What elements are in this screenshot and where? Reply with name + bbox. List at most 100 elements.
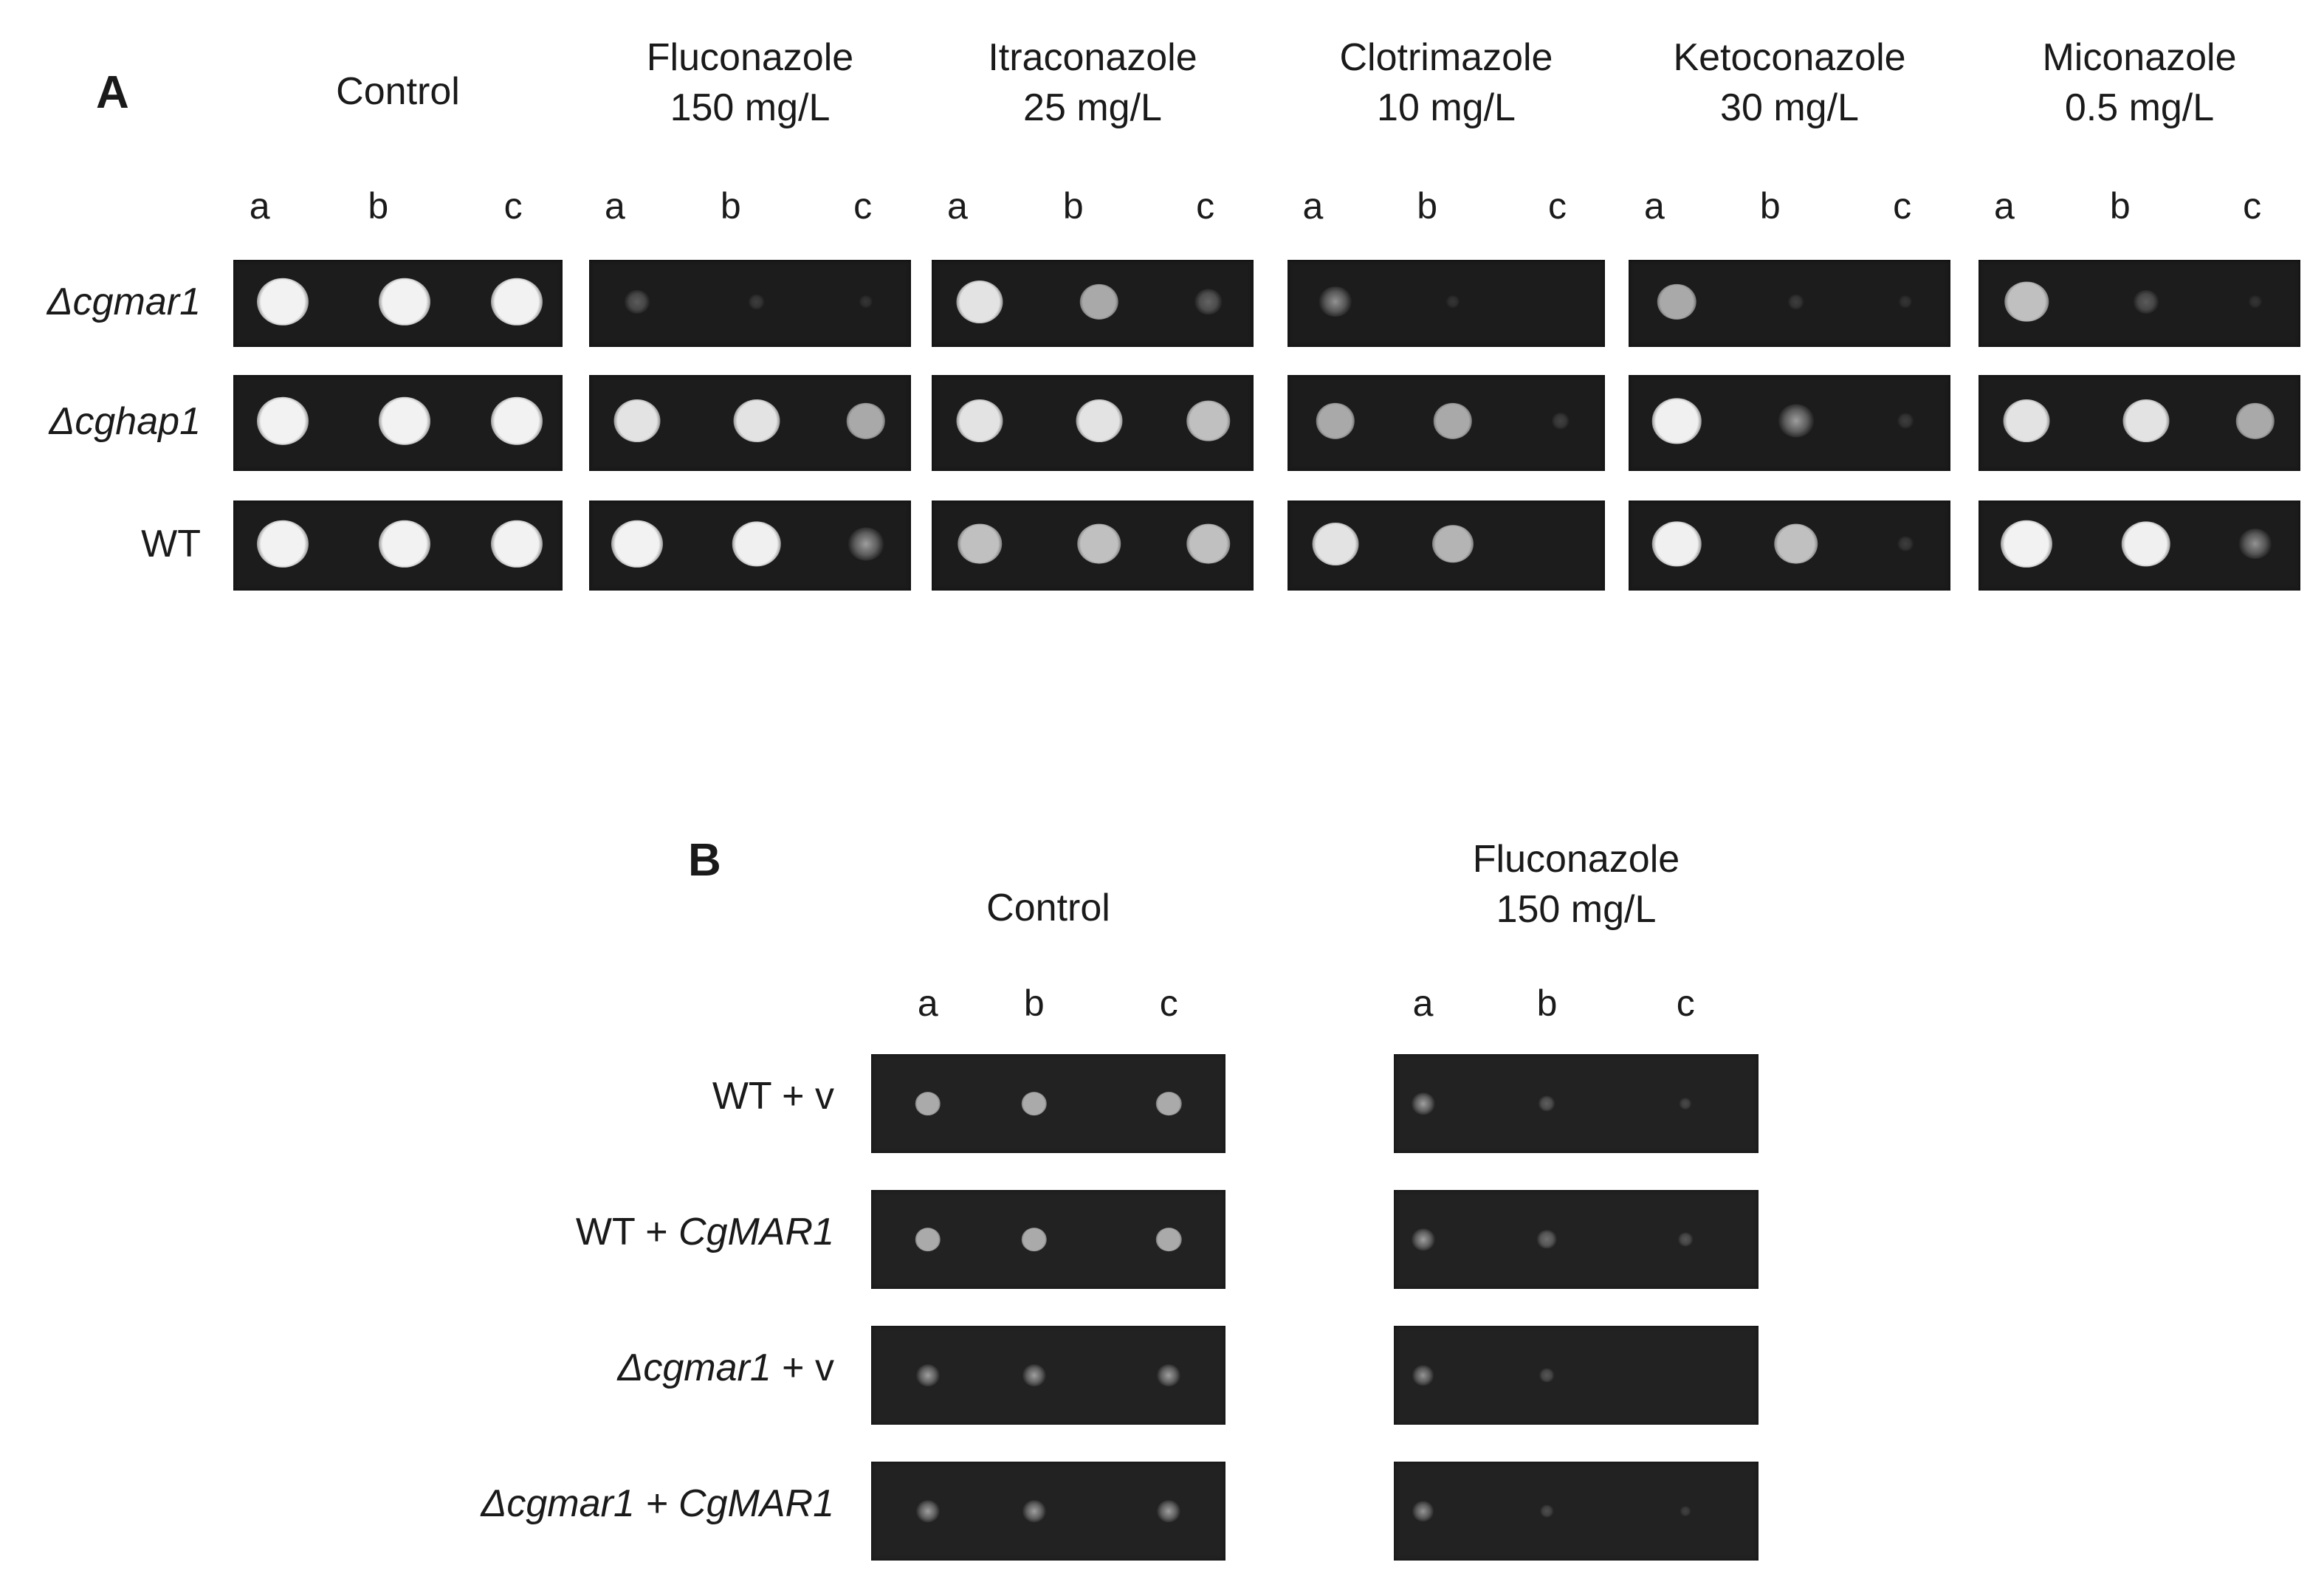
- panel-a-dilution-label: c: [503, 185, 523, 227]
- colony-spot: [1898, 295, 1913, 309]
- colony-spot: [2122, 399, 2170, 443]
- panel-b-strain-label: WT + CgMAR1: [221, 1210, 834, 1254]
- panel-a-plate: [1629, 260, 1950, 347]
- panel-b-plate: [871, 1462, 1225, 1561]
- colony-spot: [1897, 536, 1914, 552]
- colony-spot: [1652, 398, 1702, 444]
- colony-spot: [1539, 1368, 1555, 1383]
- panel-a-condition-dose: 10 mg/L: [1377, 86, 1516, 129]
- colony-spot: [1538, 1095, 1555, 1112]
- panel-a-condition-dose: 0.5 mg/L: [2064, 86, 2215, 129]
- colony-spot: [1155, 1092, 1182, 1115]
- colony-spot: [1021, 1228, 1048, 1251]
- panel-b-dilution-label: b: [1536, 983, 1558, 1024]
- colony-spot: [613, 399, 661, 443]
- colony-spot: [1157, 1364, 1181, 1386]
- panel-a-condition-dose: 30 mg/L: [1720, 86, 1859, 129]
- panel-b-strain-part1: WT + v: [712, 1075, 834, 1118]
- panel-a-dilution-label: c: [1893, 185, 1912, 227]
- colony-spot: [1431, 524, 1474, 563]
- panel-a-dilution-label: c: [2243, 185, 2262, 227]
- panel-a-dilution-label: a: [1643, 185, 1665, 227]
- colony-spot: [1076, 399, 1123, 443]
- panel-a-plate: [589, 500, 911, 591]
- colony-spot: [1773, 523, 1818, 564]
- panel-b-condition-dose: 150 mg/L: [1496, 888, 1657, 931]
- colony-spot: [1679, 1098, 1692, 1110]
- panel-a-plate: [1979, 500, 2300, 591]
- colony-spot: [2121, 520, 2170, 567]
- panel-a-plate: [1288, 260, 1605, 347]
- panel-b-dilution-label: c: [1159, 983, 1178, 1024]
- panel-b-condition-0: Control: [864, 883, 1233, 933]
- panel-b-plate: [1394, 1326, 1759, 1425]
- panel-b-strain-label: Δcgmar1 + CgMAR1: [221, 1482, 835, 1526]
- colony-spot: [1022, 1364, 1046, 1386]
- panel-a-plate: [1629, 500, 1950, 591]
- panel-b-condition-name: Control: [986, 887, 1110, 929]
- colony-spot: [1022, 1500, 1046, 1522]
- colony-spot: [256, 520, 309, 568]
- colony-spot: [2004, 281, 2049, 322]
- panel-a-label: A: [96, 67, 129, 118]
- colony-spot: [1897, 413, 1914, 429]
- colony-spot: [859, 295, 873, 309]
- colony-spot: [1657, 283, 1696, 320]
- panel-a-condition-name: Ketoconazole: [1673, 36, 1906, 79]
- colony-spot: [1312, 522, 1358, 565]
- panel-a-dilution-label: a: [249, 185, 270, 227]
- panel-b-plate: [1394, 1054, 1759, 1153]
- panel-a-plate: [932, 260, 1254, 347]
- panel-a-condition-dose: 150 mg/L: [670, 86, 831, 129]
- panel-a-dilution-label: b: [368, 185, 389, 227]
- colony-spot: [2003, 399, 2050, 443]
- panel-b-strain-part2: CgMAR1: [678, 1211, 834, 1253]
- colony-spot: [2001, 520, 2053, 568]
- colony-spot: [1316, 403, 1355, 439]
- colony-spot: [1652, 520, 1702, 567]
- colony-spot: [1076, 523, 1121, 564]
- panel-a-plate: [233, 260, 563, 347]
- colony-spot: [2238, 528, 2272, 560]
- colony-spot: [1540, 1504, 1554, 1518]
- colony-spot: [490, 397, 543, 445]
- panel-a-plate: [1288, 500, 1605, 591]
- panel-b-dilution-label: a: [917, 983, 938, 1024]
- panel-b-strain-part2: CgMAR1: [678, 1482, 834, 1525]
- panel-a-dilution-label: a: [946, 185, 968, 227]
- panel-b-dilution-label: c: [1676, 983, 1695, 1024]
- colony-spot: [732, 520, 781, 567]
- panel-a-condition-4: Ketoconazole 30 mg/L: [1605, 32, 1974, 133]
- colony-spot: [1411, 1228, 1435, 1251]
- colony-spot: [2248, 295, 2263, 309]
- colony-spot: [1787, 294, 1805, 310]
- colony-spot: [958, 523, 1003, 564]
- panel-a-dilution-label: b: [1062, 185, 1084, 227]
- colony-spot: [2235, 403, 2275, 439]
- panel-a-plate: [932, 500, 1254, 591]
- panel-b-strain-label: Δcgmar1 + v: [221, 1346, 834, 1390]
- colony-spot: [1155, 1228, 1182, 1251]
- colony-spot: [1778, 404, 1815, 438]
- panel-a-strain-label: WT: [141, 523, 201, 565]
- colony-spot: [1186, 523, 1231, 564]
- colony-spot: [748, 294, 766, 310]
- panel-a-plate: [1629, 375, 1950, 471]
- panel-a-plate: [1979, 375, 2300, 471]
- panel-a-condition-name: Miconazole: [2042, 36, 2237, 79]
- panel-a-dilution-label: b: [1417, 185, 1438, 227]
- colony-spot: [956, 280, 1003, 323]
- colony-spot: [2133, 289, 2159, 314]
- colony-spot: [1194, 288, 1223, 315]
- panel-a-dilution-label: c: [1548, 185, 1567, 227]
- colony-spot: [490, 278, 543, 326]
- colony-spot: [846, 403, 886, 439]
- colony-spot: [915, 1092, 941, 1115]
- colony-spot: [378, 397, 430, 445]
- colony-spot: [1021, 1092, 1048, 1115]
- colony-spot: [956, 399, 1003, 443]
- colony-spot: [1551, 413, 1570, 430]
